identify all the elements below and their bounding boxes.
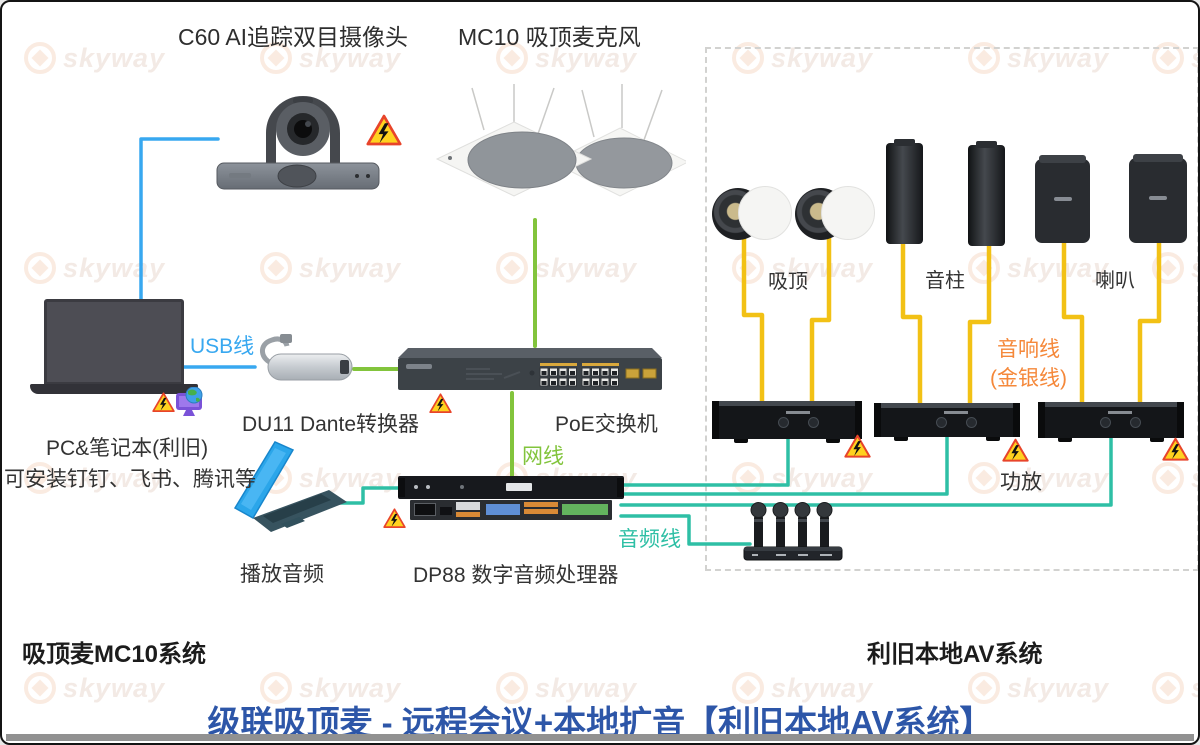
ceiling-speaker [712,186,792,242]
dp88-label: DP88 数字音频处理器 [413,564,619,587]
warning-icon [429,393,452,414]
pc-laptop-base [30,384,198,394]
right-system-label: 利旧本地AV系统 [867,641,1043,668]
usb-cable-label: USB线 [190,335,255,358]
du11-label: DU11 Dante转换器 [242,413,420,436]
camera-title: C60 AI追踪双目摄像头 [178,24,409,50]
column-speaker [968,141,1005,246]
warning-icon [844,434,871,459]
pc-label-line1: PC&笔记本(利旧) [46,437,209,460]
c60-camera [216,96,380,190]
amplifier [712,401,862,443]
amplifier [874,403,1020,441]
ceiling-speaker-label: 吸顶 [768,271,808,293]
warning-icon [383,508,406,529]
pc-laptop-screen [44,299,184,385]
horn-speaker [1129,154,1187,243]
du11-dante-converter [260,334,353,381]
pc-label-line2: 可安装钉钉、飞书、腾讯等 [4,468,256,491]
ceiling-mic-title: MC10 吸顶麦克风 [458,24,641,50]
warning-icon [1002,438,1029,463]
legacy-av-panel [705,47,1198,571]
warning-icon [366,114,402,147]
dp88-processor [398,476,624,520]
network-cable-label: 网线 [522,445,564,468]
poe-switch-label: PoE交换机 [555,413,658,436]
speaker-cable-label-line2: (金银线) [990,367,1067,390]
audio-laptop-label: 播放音频 [240,563,324,586]
column-speaker [886,139,923,244]
speaker-cable-label-line1: 音响线 [997,338,1060,361]
amplifier-label: 功放 [1000,471,1042,494]
dp88-front-panel [398,476,624,499]
horn-speaker-label: 喇叭 [1095,270,1135,292]
left-system-label: 吸顶麦MC10系统 [22,641,207,668]
mc10-ceiling-mics [435,84,686,197]
poe-switch [398,348,662,390]
bottom-bar [6,734,1194,741]
amplifier [1038,402,1184,442]
wireless-mic-set [743,502,843,561]
column-speaker-label: 音柱 [925,270,965,292]
online-meeting-monitor-icon [176,387,203,416]
dp88-rear-panel [410,500,612,520]
audio-cable-label: 音频线 [618,528,681,551]
warning-icon [152,392,175,413]
ceiling-speaker [795,186,875,242]
horn-speaker [1035,155,1090,243]
warning-icon [1162,437,1189,462]
audio-playback-laptop [233,441,347,532]
